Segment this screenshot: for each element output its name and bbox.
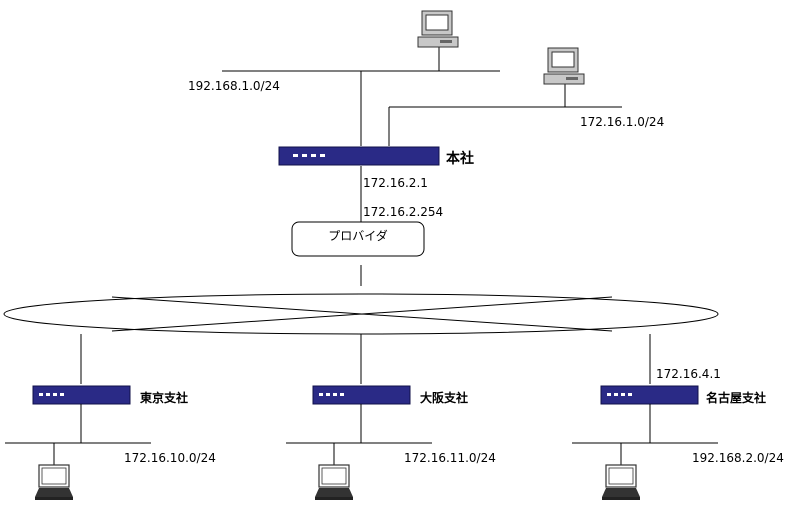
nagoya-lan: 192.168.2.0/24 <box>692 451 784 465</box>
provider-box <box>291 221 425 257</box>
provider-label: プロバイダ <box>328 228 388 243</box>
hq-name: 本社 <box>446 150 474 167</box>
internet-crossing-lines <box>111 296 613 332</box>
nagoya-pc-icon <box>601 464 641 501</box>
nagoya-router-icon <box>600 385 699 405</box>
provider-ip: 172.16.2.254 <box>363 205 443 219</box>
nagoya-name: 名古屋支社 <box>706 390 766 405</box>
hq-lan1-label: 192.168.1.0/24 <box>188 79 280 93</box>
osaka-pc-icon <box>314 464 354 501</box>
hq-lan2-label: 172.16.1.0/24 <box>580 115 664 129</box>
osaka-name: 大阪支社 <box>420 390 468 405</box>
tokyo-name: 東京支社 <box>140 390 188 405</box>
hq-wan-ip: 172.16.2.1 <box>363 176 428 190</box>
osaka-router-icon <box>312 385 411 405</box>
tokyo-router-icon <box>32 385 131 405</box>
hq-router-icon <box>278 146 440 166</box>
nagoya-wan-ip: 172.16.4.1 <box>656 367 721 381</box>
osaka-lan: 172.16.11.0/24 <box>404 451 496 465</box>
hq-pc-2-icon <box>543 47 585 85</box>
hq-pc-1-icon <box>417 10 459 48</box>
tokyo-pc-icon <box>34 464 74 501</box>
tokyo-lan: 172.16.10.0/24 <box>124 451 216 465</box>
